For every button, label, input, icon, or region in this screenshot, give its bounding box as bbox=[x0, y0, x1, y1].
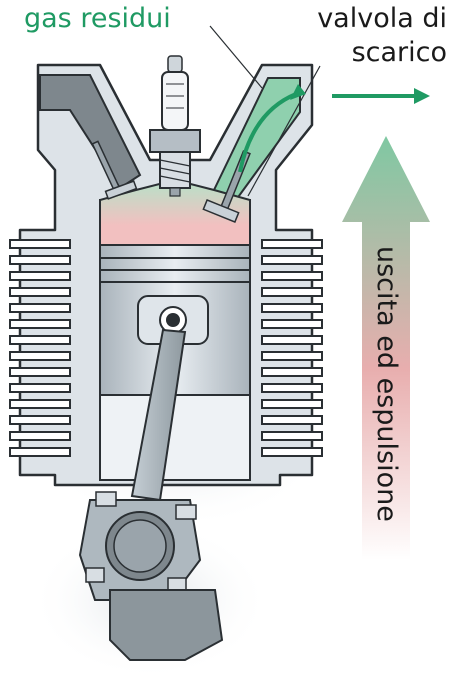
exhaust-out-arrowhead bbox=[414, 88, 430, 104]
phase-direction-arrow bbox=[342, 136, 430, 560]
residual-gas-label: gas residui bbox=[24, 3, 171, 34]
stroke-phase-label: uscita ed espulsione bbox=[371, 246, 402, 522]
exhaust-valve-label-line2: scarico bbox=[351, 37, 447, 68]
intake-valve bbox=[91, 140, 138, 200]
connecting-rod bbox=[78, 328, 202, 601]
valve-leader-line bbox=[247, 65, 321, 197]
cooling-fins-right bbox=[261, 239, 323, 457]
gas-leader-line bbox=[209, 25, 263, 89]
exhaust-valve-label-line1: valvola di bbox=[317, 3, 447, 34]
exhaust-flow-arrow bbox=[238, 92, 297, 173]
exhaust-flow-arrowhead bbox=[290, 84, 306, 100]
spark-plug bbox=[149, 55, 201, 197]
crankshaft bbox=[109, 589, 224, 661]
cooling-fins-left bbox=[9, 239, 71, 457]
